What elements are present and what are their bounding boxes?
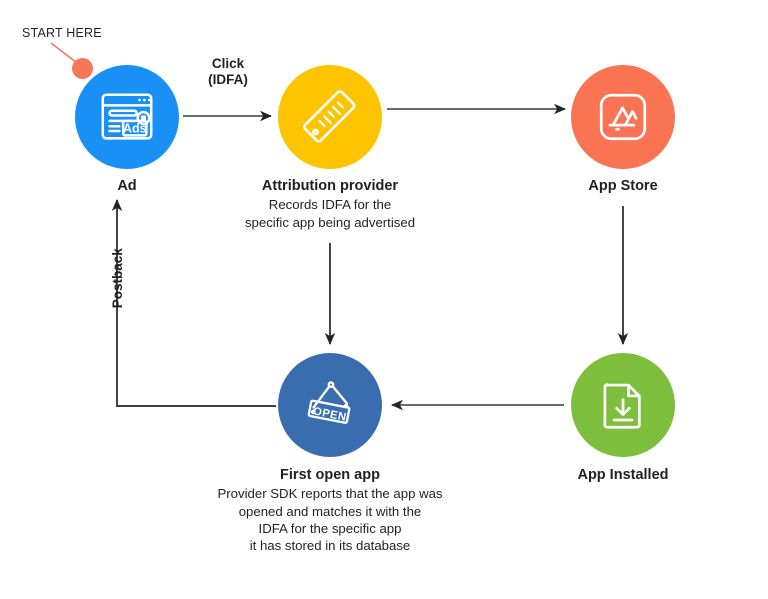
node-app-installed[interactable]	[571, 353, 675, 457]
start-here-label: START HERE	[22, 26, 102, 40]
edge-label-click-idfa: Click (IDFA)	[208, 56, 248, 88]
ruler-icon	[303, 90, 356, 143]
node-title-app-store: App Store	[588, 178, 658, 194]
node-ad[interactable]: Ads	[75, 65, 179, 169]
open-sign-icon: OPEN	[307, 381, 351, 424]
start-here-dot	[72, 58, 93, 79]
node-attribution-provider[interactable]	[278, 65, 382, 169]
edge-label-postback: Postback	[109, 248, 125, 309]
app-store-icon	[599, 93, 647, 141]
node-app-store[interactable]	[571, 65, 675, 169]
node-title-app-installed: App Installed	[577, 467, 669, 483]
svg-text:Ads: Ads	[123, 122, 147, 136]
ad-browser-icon: Ads	[101, 93, 153, 140]
caption-attribution-provider: Attribution provider Records IDFA for th…	[180, 177, 480, 231]
node-desc-first-open-app: Provider SDK reports that the app was op…	[217, 486, 443, 554]
file-download-icon	[603, 383, 641, 429]
node-desc-attribution-provider: Records IDFA for the specific app being …	[244, 197, 416, 230]
node-title-first-open-app: First open app	[280, 467, 380, 483]
caption-app-installed: App Installed	[523, 466, 723, 485]
node-title-ad: Ad	[117, 178, 137, 194]
node-first-open-app[interactable]: OPEN	[278, 353, 382, 457]
caption-first-open-app: First open app Provider SDK reports that…	[168, 466, 492, 555]
caption-app-store: App Store	[523, 177, 723, 196]
caption-ad: Ad	[27, 177, 227, 196]
node-title-attribution-provider: Attribution provider	[261, 178, 399, 194]
